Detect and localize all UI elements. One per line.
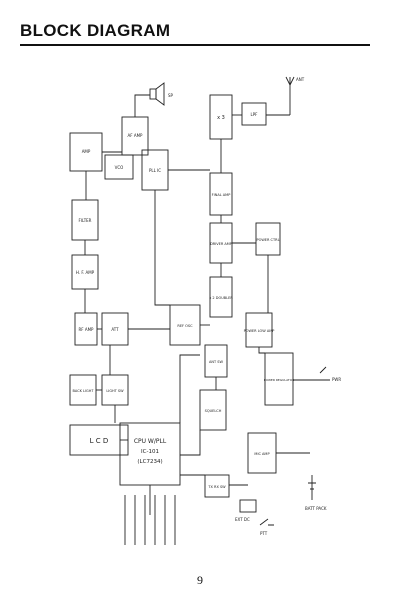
block-power-ctrl-label: POWER CTRL — [256, 238, 279, 242]
block-filter: FILTER — [71, 199, 99, 241]
label-ext-dc: EXT DC — [235, 517, 250, 522]
ptt-switch-icon — [259, 518, 274, 526]
block-power-low: POWER LOW AMP — [244, 312, 275, 348]
block-rf-amp-label: RF AMP — [79, 327, 95, 332]
block-squelch: SQUELCH — [199, 389, 227, 431]
block-lpf: LPF — [241, 102, 267, 126]
block-mic-amp-label: MIC AMP — [254, 452, 269, 456]
block-diagram: L C D CPU W/PLL IC-101 (LC7234) RF AMP A… — [69, 76, 341, 545]
label-ant: ANT — [296, 77, 305, 82]
block-ant-sw-label: ANT SW — [209, 360, 223, 364]
antenna-icon — [285, 76, 295, 86]
block-light-sw-label: LIGHT SW — [106, 389, 124, 393]
block-cpu-label-3: (LC7234) — [137, 459, 162, 465]
block-cpu-label-1: CPU W/PLL — [134, 438, 167, 445]
block-filter-label: FILTER — [79, 218, 92, 223]
keypad-lines — [124, 495, 176, 545]
label-spk: SP — [168, 93, 174, 98]
block-af-amp-label: AF AMP — [128, 133, 143, 138]
page-number: 9 — [197, 573, 203, 587]
block-vco: VCO — [104, 154, 134, 180]
power-switch-icon — [319, 366, 330, 381]
block-module: AMP — [69, 132, 103, 172]
block-pll-label: PLL IC — [149, 168, 161, 173]
ext-dc-jack-icon — [239, 499, 257, 513]
block-back-light: BACK LIGHT — [69, 374, 97, 406]
block-final-amp: FINAL AMP — [209, 172, 233, 216]
block-cpu: CPU W/PLL IC-101 (LC7234) — [119, 422, 181, 486]
label-power: PWR — [332, 377, 341, 382]
block-driver-amp: DRIVER AMP — [209, 222, 233, 264]
block-back-light-label: BACK LIGHT — [72, 389, 94, 393]
block-lpf-label: LPF — [251, 112, 259, 117]
block-tripler: x 3 — [209, 94, 233, 140]
block-tx-rx-sw: TX RX SW — [204, 474, 230, 498]
block-hf-amp: H. F. AMP — [71, 254, 99, 290]
block-tx-rx-sw-label: TX RX SW — [207, 485, 226, 489]
block-att-label: ATT — [111, 327, 119, 332]
block-mic-amp: MIC AMP — [247, 432, 277, 474]
battery-icon — [308, 475, 316, 500]
block-voltage-reg-label: POWER REGULATOR — [264, 378, 294, 382]
block-att: ATT — [101, 312, 129, 346]
block-final-amp-label: FINAL AMP — [212, 193, 231, 197]
block-cpu-label-2: IC-101 — [141, 449, 159, 455]
block-doubler-label: x 2 DOUBLER — [209, 296, 233, 300]
connection-lines — [84, 85, 320, 515]
block-tripler-label: x 3 — [217, 115, 225, 121]
title-rule — [20, 44, 370, 46]
block-hf-amp-label: H. F. AMP — [76, 270, 95, 275]
block-driver-amp-label: DRIVER AMP — [210, 242, 232, 246]
block-light-sw: LIGHT SW — [101, 374, 129, 406]
label-batt-pack: BATT PACK — [305, 506, 327, 511]
block-ref-osc-label: REF OSC — [177, 324, 193, 328]
block-lcd-label: L C D — [90, 437, 109, 445]
label-ptt: PTT — [260, 531, 268, 536]
block-lcd: L C D — [69, 424, 129, 456]
block-pll: PLL IC — [141, 149, 169, 191]
block-af-amp: AF AMP — [121, 116, 149, 156]
block-vco-label: VCO — [115, 165, 124, 170]
speaker-icon — [149, 82, 165, 106]
block-power-ctrl: POWER CTRL — [255, 222, 281, 256]
block-power-low-label: POWER LOW AMP — [244, 329, 275, 333]
block-ref-osc: REF OSC — [169, 304, 201, 346]
block-amp-label: AMP — [82, 149, 91, 154]
block-rf-amp: RF AMP — [74, 312, 98, 346]
block-squelch-label: SQUELCH — [205, 409, 222, 413]
block-ant-sw: ANT SW — [204, 344, 228, 378]
block-doubler: x 2 DOUBLER — [209, 276, 233, 318]
page-title: BLOCK DIAGRAM — [20, 21, 171, 40]
block-voltage-reg: POWER REGULATOR — [264, 352, 294, 406]
